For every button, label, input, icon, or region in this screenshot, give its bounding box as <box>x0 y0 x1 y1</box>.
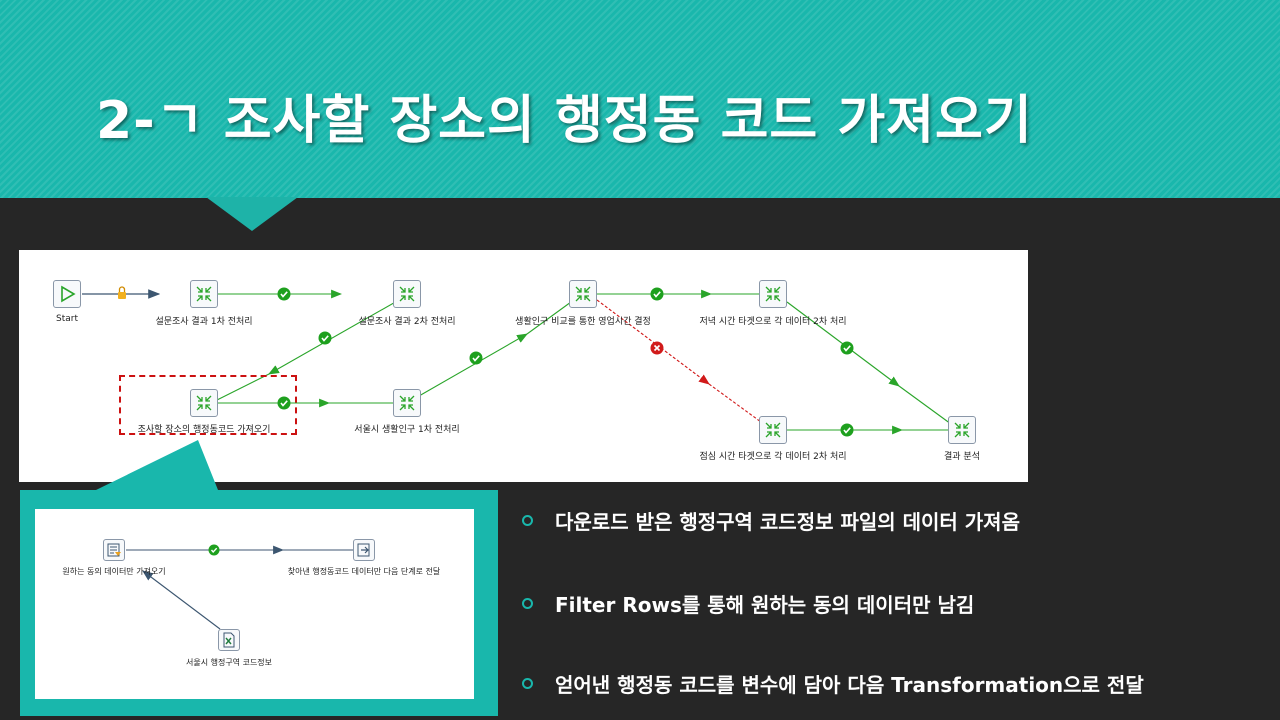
seoulpop-node[interactable] <box>393 389 421 417</box>
success-check-icon <box>840 423 854 437</box>
sub-label-excel: 서울시 행정구역 코드정보 <box>185 658 273 667</box>
sub-hop-connectors <box>126 544 353 630</box>
success-check-icon <box>469 351 483 365</box>
hop-survey2-fetchcode-tail <box>216 373 270 401</box>
bullet-text: 다운로드 받은 행정구역 코드정보 파일의 데이터 가져옴 <box>555 510 1020 534</box>
hop-seoulpop-compare-tail <box>526 301 572 335</box>
transformation-canvas: 원하는 동의 데이터만 가져오기 찾아낸 행정동코드 데이터만 다음 단계로 전… <box>35 509 474 699</box>
hop-compare-lunch-tail <box>708 383 762 423</box>
bullet-item: 얻어낸 행정동 코드를 변수에 담아 다음 Transformation으로 전… <box>522 669 1144 698</box>
bullet-item: 다운로드 받은 행정구역 코드정보 파일의 데이터 가져옴 <box>522 506 1020 535</box>
node-label-lunch: 점심 시간 타겟으로 각 데이터 2차 처리 <box>699 452 847 462</box>
hop-seoulpop-compare[interactable] <box>418 333 528 397</box>
transformation-icon <box>954 422 970 438</box>
survey1-node[interactable] <box>190 280 218 308</box>
sub-label-copyrows: 찾아낸 행정동코드 데이터만 다음 단계로 전달 <box>287 567 441 576</box>
node-label-seoulpop: 서울시 생활인구 1차 전처리 <box>354 425 460 435</box>
hop-evening-result-tail <box>898 385 952 425</box>
bullet-text: Filter Rows를 통해 원하는 동의 데이터만 남김 <box>555 593 975 617</box>
transformation-icon <box>196 395 212 411</box>
filter-rows-node[interactable] <box>103 539 125 561</box>
start-play-icon <box>61 285 76 303</box>
success-check-icon <box>318 331 332 345</box>
transformation-icon <box>575 286 591 302</box>
failure-x-icon <box>650 341 664 355</box>
page-title: 2-ㄱ 조사할 장소의 행정동 코드 가져오기 <box>96 91 1033 151</box>
success-check-icon <box>840 341 854 355</box>
node-label-start: Start <box>56 314 78 324</box>
compare-node[interactable] <box>569 280 597 308</box>
copy-rows-to-result-icon <box>357 543 370 557</box>
hop-compare-lunch[interactable] <box>596 299 710 385</box>
lunch-node[interactable] <box>759 416 787 444</box>
success-check-icon <box>277 287 291 301</box>
copy-rows-node[interactable] <box>353 539 375 561</box>
success-check-icon <box>208 544 220 556</box>
node-label-result: 결과 분석 <box>944 452 980 462</box>
transformation-icon <box>399 395 415 411</box>
banner-notch <box>206 197 298 231</box>
hop-survey2-fetchcode[interactable] <box>268 299 400 375</box>
hop-connectors <box>82 286 952 437</box>
node-label-evening: 저녁 시간 타겟으로 각 데이터 2차 처리 <box>699 317 847 327</box>
bullet-text: 얻어낸 행정동 코드를 변수에 담아 다음 Transformation으로 전… <box>555 673 1144 697</box>
success-check-icon <box>277 396 291 410</box>
excel-input-icon <box>223 632 235 648</box>
job-workflow-canvas: Start 설문조사 결과 1차 전처리 설문조사 결과 2차 전처리 생활인구… <box>19 250 1028 482</box>
transformation-icon <box>765 286 781 302</box>
success-check-icon <box>650 287 664 301</box>
bullet-circle-icon <box>522 598 533 609</box>
highlight-selection-box <box>119 375 297 435</box>
transformation-icon <box>765 422 781 438</box>
start-node[interactable] <box>53 280 81 308</box>
transformation-icon <box>196 286 212 302</box>
node-label-compare: 생활인구 비교를 통한 영업시간 결정 <box>515 317 651 327</box>
bullet-circle-icon <box>522 678 533 689</box>
node-label-fetchcode: 조사할 장소의 행정동코드 가져오기 <box>137 425 271 435</box>
excel-input-node[interactable] <box>218 629 240 651</box>
result-node[interactable] <box>948 416 976 444</box>
node-label-survey2: 설문조사 결과 2차 전처리 <box>358 317 456 327</box>
transformation-icon <box>399 286 415 302</box>
sub-label-filter: 원하는 동의 데이터만 가져오기 <box>62 567 166 576</box>
unconditional-lock-icon <box>118 286 126 299</box>
bullet-circle-icon <box>522 515 533 526</box>
bullet-item: Filter Rows를 통해 원하는 동의 데이터만 남김 <box>522 589 974 618</box>
hop-excel-filter[interactable] <box>142 570 221 630</box>
fetchcode-node[interactable] <box>190 389 218 417</box>
survey2-node[interactable] <box>393 280 421 308</box>
title-banner <box>0 0 1280 198</box>
evening-node[interactable] <box>759 280 787 308</box>
node-label-survey1: 설문조사 결과 1차 전처리 <box>155 317 253 327</box>
filter-rows-icon <box>107 543 121 557</box>
